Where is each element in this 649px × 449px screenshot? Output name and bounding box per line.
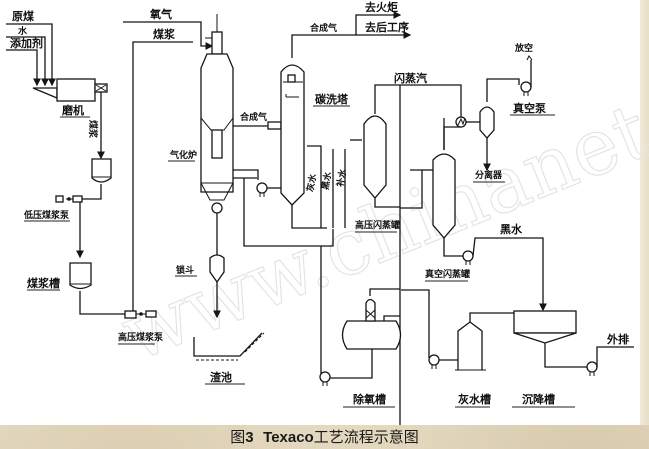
scrubber-label: 碳洗塔 bbox=[315, 92, 349, 106]
oxygen-label: 氧气 bbox=[149, 7, 172, 21]
slurry-label: 煤浆 bbox=[87, 120, 99, 139]
slurry-tank bbox=[69, 262, 92, 290]
condenser bbox=[455, 116, 467, 128]
condensate-separator bbox=[479, 106, 495, 139]
separator-label: 分离器 bbox=[475, 169, 503, 181]
figure-caption: 图3 Texaco工艺流程示意图 bbox=[0, 426, 649, 449]
diagram-canvas bbox=[0, 0, 640, 425]
process-flow-diagram: www.chinanet 原煤 水 添加剂 磨机 煤浆 低压煤浆泵 煤浆槽 bbox=[6, 0, 649, 425]
settler bbox=[513, 310, 577, 344]
recycle-label-1: 灰水 bbox=[304, 172, 319, 193]
flash-steam-label: 闪蒸汽 bbox=[394, 71, 427, 85]
deaerator bbox=[341, 298, 402, 350]
hp-flash-drum-label: 高压闪蒸罐 bbox=[355, 219, 400, 231]
coal-slurry-line-label: 煤浆 bbox=[153, 27, 176, 41]
deaerator-pump bbox=[319, 371, 331, 386]
feed-lines bbox=[6, 23, 56, 87]
additive-label: 添加剂 bbox=[10, 36, 43, 50]
lock-hopper-label: 锁斗 bbox=[176, 264, 194, 276]
grey-water-tank bbox=[455, 321, 486, 371]
high-pressure-pump-label: 高压煤浆泵 bbox=[118, 331, 164, 343]
mill-label: 磨机 bbox=[61, 103, 84, 117]
discharge-label: 外排 bbox=[606, 332, 629, 346]
vent-label: 放空 bbox=[514, 42, 533, 54]
black-water-pump bbox=[462, 250, 474, 265]
syngas-label-2: 合成气 bbox=[310, 22, 337, 34]
recycle-label-2: 黑水 bbox=[319, 170, 334, 191]
high-pressure-pump bbox=[124, 310, 157, 319]
caption-brand: Texaco bbox=[263, 429, 314, 446]
water-label: 水 bbox=[18, 25, 28, 37]
syngas-label-1: 合成气 bbox=[240, 111, 267, 123]
grey-water-tank-label: 灰水槽 bbox=[458, 392, 491, 406]
slurry-tank-label: 煤浆槽 bbox=[27, 276, 60, 290]
hp-flash-drum bbox=[363, 115, 387, 200]
grey-water-pump bbox=[428, 354, 440, 369]
caption-text: 工艺流程示意图 bbox=[313, 428, 419, 446]
lock-hopper bbox=[209, 254, 225, 284]
raw-coal-label: 原煤 bbox=[12, 9, 35, 23]
vacuum-pump bbox=[520, 81, 532, 96]
vacuum-pump-label: 真空泵 bbox=[513, 101, 546, 115]
vacuum-flash-drum bbox=[432, 153, 456, 240]
settler-pump bbox=[586, 361, 598, 376]
caption-prefix: 图 bbox=[230, 428, 246, 446]
deaerator-label: 除氧槽 bbox=[353, 392, 386, 406]
frame-strip bbox=[640, 0, 649, 425]
mill bbox=[32, 78, 108, 102]
settler-label: 沉降槽 bbox=[522, 392, 555, 406]
caption-number: 3 bbox=[245, 429, 254, 446]
slag-pool bbox=[193, 332, 265, 361]
circulation-pump bbox=[256, 182, 268, 197]
to-flare-label: 去火炬 bbox=[365, 0, 398, 14]
scrubber bbox=[280, 64, 305, 206]
gasifier-label: 气化炉 bbox=[169, 149, 197, 161]
slurry-mixing-tank bbox=[91, 158, 112, 183]
recycle-label-3: 补水 bbox=[334, 167, 349, 189]
gasifier bbox=[200, 14, 234, 214]
to-downstream-label: 去后工序 bbox=[365, 20, 409, 34]
vacuum-flash-drum-label: 真空闪蒸罐 bbox=[425, 268, 470, 280]
low-pressure-pump bbox=[55, 195, 83, 203]
slag-pool-label: 渣池 bbox=[210, 370, 232, 384]
low-pressure-pump-label: 低压煤浆泵 bbox=[23, 209, 70, 221]
black-water-label: 黑水 bbox=[500, 222, 523, 236]
